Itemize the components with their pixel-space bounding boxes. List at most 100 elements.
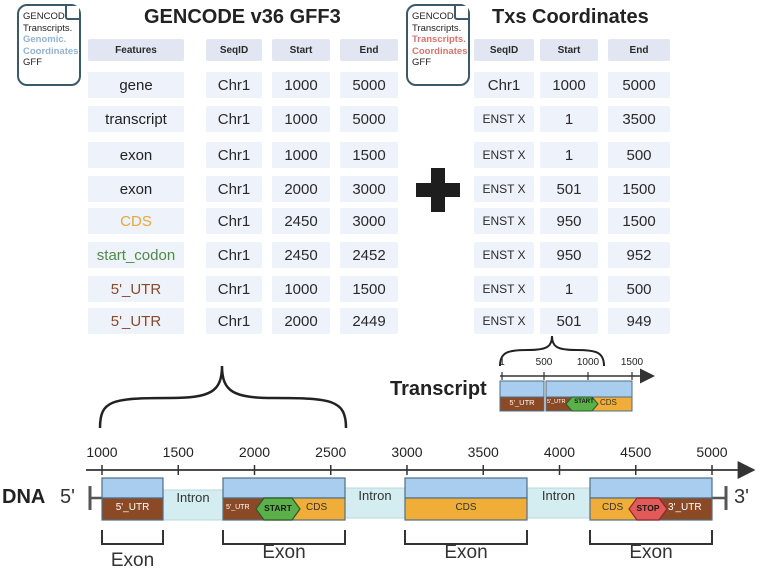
exon2-top <box>222 477 346 499</box>
right-table-title: Txs Coordinates <box>492 6 649 28</box>
left-table-cell: exon <box>88 142 184 168</box>
right-table-header: SeqID <box>474 39 534 61</box>
tx-cds-label: CDS <box>600 398 617 407</box>
right-table-header: End <box>608 39 670 61</box>
right-table-cell: 1 <box>540 106 598 132</box>
left-table-cell: Chr1 <box>206 242 262 268</box>
left-table-cell: 2452 <box>340 242 398 268</box>
intron-1 <box>162 489 224 521</box>
tx-seg2-utr-label: 5'_UTR <box>547 399 566 405</box>
right-table-cell: ENST X <box>474 106 534 132</box>
right-table-cell: 5000 <box>608 72 670 98</box>
right-table-cell: ENST X <box>474 142 534 168</box>
dna-tick-label: 5000 <box>696 444 728 460</box>
intron-label: Intron <box>541 488 576 503</box>
three-prime-label: 3' <box>734 486 749 508</box>
tx-tick-label: 1500 <box>620 357 644 368</box>
left-table-cell: 2450 <box>272 242 330 268</box>
left-table-cell: start_codon <box>88 242 184 268</box>
right-table-cell: 950 <box>540 208 598 234</box>
left-table-cell: 5'_UTR <box>88 276 184 302</box>
left-table-cell: 1500 <box>340 276 398 302</box>
right-table-cell: Chr1 <box>474 72 534 98</box>
exon1-utr <box>101 497 164 521</box>
doc-line: GENCODE. <box>23 11 74 22</box>
tx-seg1-bottom <box>499 396 545 412</box>
left-table-cell: 1000 <box>272 276 330 302</box>
right-table-cell: ENST X <box>474 208 534 234</box>
dna-tick-label: 3000 <box>391 444 423 460</box>
doc-line: GFF <box>412 57 431 68</box>
exon4-cds-label: CDS <box>602 502 624 513</box>
left-table-cell: Chr1 <box>206 142 262 168</box>
left-table-cell: 5000 <box>340 72 398 98</box>
right-table-header: Start <box>540 39 598 61</box>
right-table-cell: 500 <box>608 142 670 168</box>
intron-label: Intron <box>176 490 210 505</box>
exon4-stop-label: STOP <box>636 503 660 513</box>
tx-seg2-top <box>545 380 633 398</box>
intron-label: Intron <box>358 488 392 503</box>
left-table-cell: gene <box>88 72 184 98</box>
exon2-start-label: START <box>264 503 292 513</box>
left-table-cell: 5000 <box>340 106 398 132</box>
intron-2 <box>344 487 406 519</box>
plus-icon <box>416 168 460 212</box>
tx-seg1-label: 5'_UTR <box>509 398 535 407</box>
doc-line: Transcripts. <box>412 22 462 34</box>
left-table-cell: 2449 <box>340 308 398 334</box>
right-table-cell: 1500 <box>608 176 670 202</box>
doc-line: GFF <box>23 57 42 68</box>
doc-line: Transcripts. <box>23 22 73 34</box>
doc-fold-icon <box>65 6 79 20</box>
right-table-cell: ENST X <box>474 242 534 268</box>
exon-label: Exon <box>444 542 488 563</box>
doc-line-highlight: Coordinates <box>23 45 79 57</box>
exon3-top <box>404 477 528 499</box>
exon4-top <box>589 477 713 499</box>
dna-tick-label: 1000 <box>86 444 118 460</box>
left-table-cell: 2450 <box>272 208 330 234</box>
exon2-utr-label: 5'_UTR <box>226 504 250 511</box>
doc-fold-icon <box>454 6 468 20</box>
left-table-cell: 3000 <box>340 208 398 234</box>
right-table-cell: 950 <box>540 242 598 268</box>
right-table-cell: 1 <box>540 142 598 168</box>
tx-tick-label: 1000 <box>576 357 600 368</box>
right-table-cell: 501 <box>540 308 598 334</box>
left-table-cell: 2000 <box>272 308 330 334</box>
five-prime-label: 5' <box>60 486 75 508</box>
dna-label: DNA <box>2 486 46 508</box>
left-table-header: SeqID <box>206 39 262 61</box>
exon-bracket-3 <box>404 530 528 545</box>
doc-line-highlight: Coordinates <box>412 45 468 57</box>
left-table-cell: exon <box>88 176 184 202</box>
doc-line: GENCODE. <box>412 11 463 22</box>
right-table-cell: 952 <box>608 242 670 268</box>
tx-start-label: START <box>574 399 594 405</box>
gff-transcript-doc-icon: GENCODE. Transcripts. Transcripts. Coord… <box>406 4 470 86</box>
tx-seg1-top <box>499 380 545 398</box>
left-table-header: Features <box>88 39 184 61</box>
right-table-cell: 1 <box>540 276 598 302</box>
exon1-utr-label: 5'_UTR <box>115 502 150 513</box>
right-table-cell: 3500 <box>608 106 670 132</box>
left-table-cell: transcript <box>88 106 184 132</box>
exon-label: Exon <box>262 542 306 563</box>
left-table-cell: Chr1 <box>206 176 262 202</box>
doc-line-highlight: Genomic. <box>23 34 67 45</box>
dna-tick-label: 3500 <box>467 444 499 460</box>
left-table-cell: Chr1 <box>206 308 262 334</box>
tx-tick-label: 1 <box>499 357 505 368</box>
tx-start-codon-icon <box>565 396 599 412</box>
brace-genomic <box>98 365 348 429</box>
right-table-cell: ENST X <box>474 176 534 202</box>
left-table-header: Start <box>272 39 330 61</box>
exon2-cds-label: CDS <box>306 502 328 513</box>
exon1-top <box>101 477 164 499</box>
left-table-cell: Chr1 <box>206 276 262 302</box>
left-table-cell: Chr1 <box>206 208 262 234</box>
transcript-label: Transcript <box>390 378 487 400</box>
gff-genomic-doc-icon: GENCODE. Transcripts. Genomic. Coordinat… <box>17 4 81 86</box>
